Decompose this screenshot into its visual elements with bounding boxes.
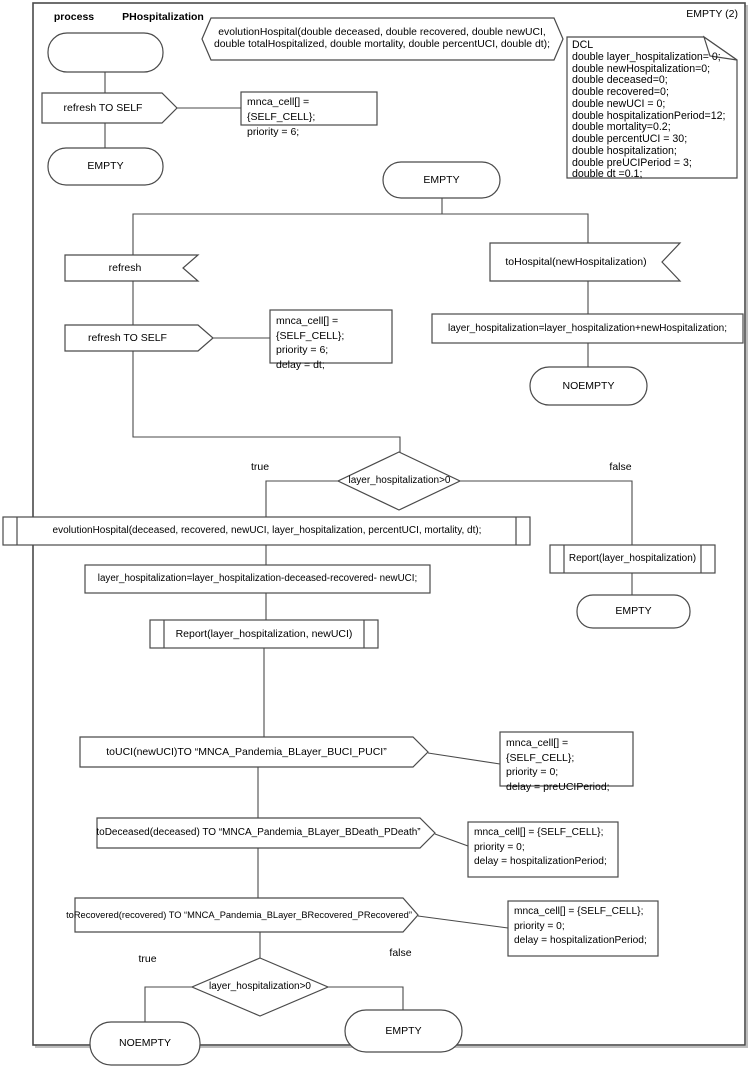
start-state-shape: [47, 32, 164, 73]
param-box-3-shape: [499, 731, 634, 787]
dcl-line: double hospitalizationPeriod=12;: [572, 109, 726, 122]
decision-2-condition: layer_hospitalization>0: [208, 981, 311, 993]
decision-2-shape: [190, 957, 330, 1017]
output-to-recovered-shape: [74, 897, 419, 933]
output-to-deceased-shape: [96, 817, 436, 849]
decision-1-true-label: true: [250, 460, 270, 473]
decision-2-false-label: false: [389, 946, 412, 959]
procedure-declaration-text: evolutionHospital(double deceased, doubl…: [214, 27, 550, 50]
input-to-hospital-label: toHospital(newHospitalization): [505, 255, 647, 268]
param-line: delay = dt;: [276, 358, 325, 371]
param-line: priority = 0;: [474, 841, 525, 853]
param-box-3-text: mnca_cell[] = {SELF_CELL}; priority = 0;…: [506, 736, 633, 794]
state-noempty-right-shape: [529, 366, 648, 406]
state-noempty-right-label: NOEMPTY: [562, 379, 615, 392]
output-refresh-to-self-2-shape: [64, 324, 214, 352]
param-box-2-text: mnca_cell[] = {SELF_CELL}; priority = 6;…: [276, 314, 392, 372]
procedure-declaration-shape: [201, 17, 564, 61]
dcl-line: double newHospitalization=0;: [572, 62, 711, 75]
param-box-4-shape: [467, 821, 619, 878]
process-keyword-label: process: [53, 10, 95, 23]
param-line: mnca_cell[] = {SELF_CELL};: [276, 315, 345, 342]
task-add-hospitalization-text: layer_hospitalization=layer_hospitalizat…: [447, 322, 728, 334]
param-line: mnca_cell[] = {SELF_CELL};: [247, 96, 316, 123]
state-empty-false-shape: [576, 594, 691, 629]
task-subtract-shape: [84, 564, 431, 594]
dcl-line: double dt =0.1;: [572, 168, 643, 181]
state-empty-left-shape: [47, 147, 164, 186]
output-refresh-to-self-1-shape: [41, 92, 178, 124]
call-report-main-shape: [149, 619, 379, 649]
task-subtract-text: layer_hospitalization=layer_hospitalizat…: [97, 573, 418, 585]
param-line: mnca_cell[] = {SELF_CELL};: [474, 827, 604, 838]
param-box-5-text: mnca_cell[] = {SELF_CELL}; priority = 0;…: [514, 905, 658, 949]
param-line: priority = 0;: [506, 766, 559, 778]
connector-lines: [104, 72, 633, 1022]
dcl-line: double mortality=0.2;: [572, 121, 671, 134]
param-line: priority = 6;: [276, 344, 329, 356]
state-empty-bottom-label: EMPTY: [385, 1024, 422, 1037]
dcl-note-shape: [566, 36, 738, 179]
state-empty-mid-label: EMPTY: [423, 173, 460, 186]
decision-1-condition: layer_hospitalization>0: [348, 475, 451, 487]
call-evolution-shape: [2, 516, 531, 546]
param-line: mnca_cell[] = {SELF_CELL};: [506, 737, 575, 764]
param-line: mnca_cell[] = {SELF_CELL};: [514, 906, 644, 917]
output-refresh-to-self-2-label: refresh TO SELF: [88, 331, 167, 344]
param-box-1-shape: [240, 91, 378, 126]
task-add-hospitalization-shape: [431, 313, 744, 344]
param-line: delay = hospitalizationPeriod;: [474, 856, 607, 867]
output-to-recovered-label: toRecovered(recovered) TO “MNCA_Pandemia…: [66, 909, 412, 920]
dcl-line: double layer_hospitalization= 0;: [572, 50, 721, 63]
dcl-line: DCL: [572, 39, 594, 51]
dcl-line: double percentUCI = 30;: [572, 133, 688, 145]
param-box-5-shape: [507, 900, 659, 957]
dcl-line: double hospitalization;: [572, 144, 677, 157]
decision-2-true-label: true: [138, 952, 157, 965]
decision-1-shape: [336, 451, 462, 511]
state-empty-mid-shape: [382, 161, 501, 199]
call-report-false-text: Report(layer_hospitalization): [568, 553, 697, 565]
param-box-4-text: mnca_cell[] = {SELF_CELL}; priority = 0;…: [474, 826, 618, 870]
param-box-2-shape: [269, 309, 393, 364]
param-line: delay = preUCIPeriod;: [506, 780, 610, 793]
input-to-hospital-shape: [489, 242, 682, 282]
call-evolution-text: evolutionHospital(deceased, recovered, n…: [52, 525, 482, 537]
dcl-line: double newUCI = 0;: [572, 97, 666, 110]
process-name-label: PHospitalization: [122, 10, 204, 23]
state-empty-bottom-shape: [344, 1009, 463, 1053]
dcl-text: DCL double layer_hospitalization= 0; dou…: [572, 39, 738, 181]
call-report-main-text: Report(layer_hospitalization, newUCI): [175, 627, 353, 640]
output-to-deceased-label: toDeceased(deceased) TO “MNCA_Pandemia_B…: [96, 827, 421, 839]
state-empty-false-label: EMPTY: [615, 605, 652, 618]
param-line: priority = 0;: [514, 920, 565, 932]
output-to-uci-label: toUCI(newUCI)TO “MNCA_Pandemia_BLayer_BU…: [106, 745, 387, 758]
output-to-uci-shape: [79, 736, 429, 768]
call-report-false-shape: [549, 544, 716, 574]
dcl-line: double deceased=0;: [572, 74, 668, 87]
dcl-note-fold: [702, 35, 738, 61]
param-box-1-text: mnca_cell[] = {SELF_CELL}; priority = 6;: [247, 95, 375, 140]
state-noempty-bottom-shape: [89, 1021, 201, 1066]
input-refresh-label: refresh: [108, 261, 142, 274]
dcl-line: double recovered=0;: [572, 86, 669, 98]
state-noempty-bottom-label: NOEMPTY: [119, 1037, 171, 1050]
param-line: priority = 6;: [247, 126, 300, 138]
input-refresh-shape: [64, 254, 200, 282]
decision-1-false-label: false: [609, 460, 632, 473]
frame-corner-state-label: EMPTY (2): [686, 7, 738, 20]
param-line: delay = hospitalizationPeriod;: [514, 935, 647, 946]
output-refresh-to-self-1-label: refresh TO SELF: [63, 101, 143, 114]
dcl-line: double preUCIPeriod = 3;: [572, 156, 692, 169]
state-empty-left-label: EMPTY: [87, 160, 124, 173]
